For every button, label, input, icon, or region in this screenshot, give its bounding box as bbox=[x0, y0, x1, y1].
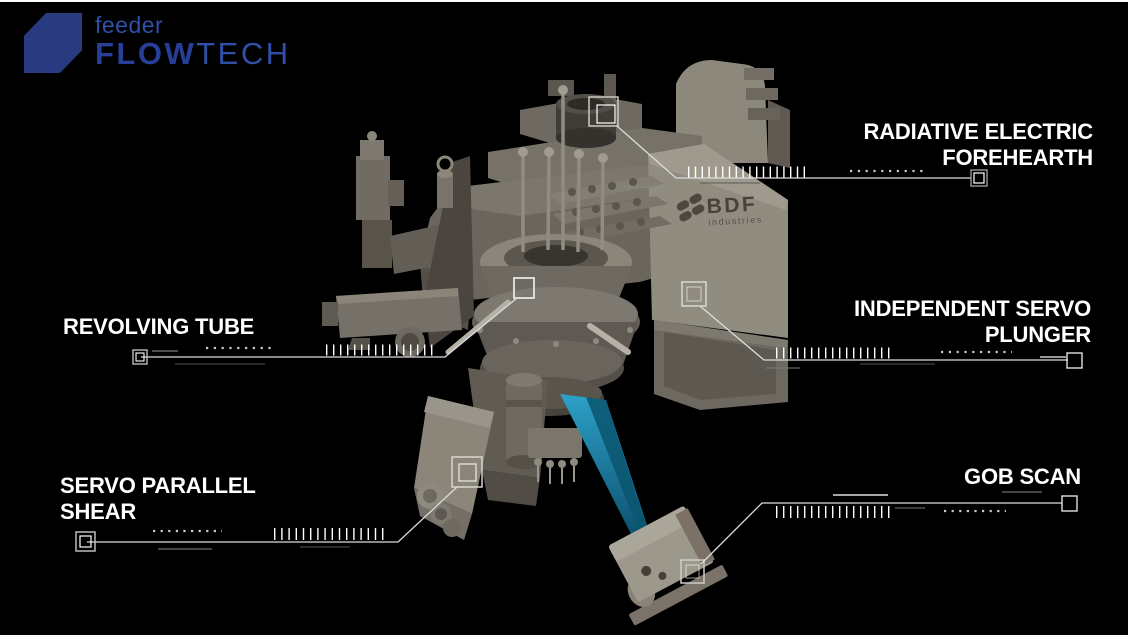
logo-brand-bold: FLOW bbox=[95, 36, 197, 71]
callout-line-revolving-tube bbox=[132, 277, 535, 365]
bdf-brand-text: BDF bbox=[706, 193, 758, 219]
bdf-brand-subtext: industries bbox=[708, 214, 763, 227]
callout-label-line: RADIATIVE ELECTRIC bbox=[863, 119, 1094, 144]
callout-line-gob-scan bbox=[680, 491, 1078, 584]
callout-label-line: REVOLVING TUBE bbox=[63, 314, 255, 339]
flowtech-logo-text: feeder FLOWTECH bbox=[95, 13, 291, 70]
flowtech-logo: feeder FLOWTECH bbox=[24, 13, 291, 73]
gob-beam bbox=[560, 394, 650, 540]
callout-label-line: GOB SCAN bbox=[964, 464, 1081, 489]
callout-label-servo-parallel-shear: SERVO PARALLEL SHEAR bbox=[60, 473, 256, 525]
callout-label-line: SHEAR bbox=[60, 499, 137, 524]
bdf-logo: BDF industries bbox=[676, 193, 763, 227]
callout-label-line: INDEPENDENT SERVO bbox=[853, 296, 1091, 321]
slide-top-edge bbox=[0, 0, 1128, 2]
logo-brand-light: TECH bbox=[196, 36, 291, 71]
callout-label-gob-scan: GOB SCAN bbox=[964, 464, 1081, 490]
callout-line-radiative-electric-forehearth bbox=[588, 96, 988, 188]
callout-label-revolving-tube: REVOLVING TUBE bbox=[63, 314, 254, 340]
callout-line-servo-parallel-shear bbox=[75, 456, 483, 552]
gob-scan-camera bbox=[609, 506, 728, 626]
callout-label-independent-servo-plunger: INDEPENDENT SERVO PLUNGER bbox=[854, 296, 1091, 348]
callout-label-line: SERVO PARALLEL bbox=[60, 473, 256, 498]
callout-label-line: PLUNGER bbox=[984, 322, 1091, 347]
callout-line-independent-servo-plunger bbox=[681, 281, 1083, 369]
callout-label-radiative-electric-forehearth: RADIATIVE ELECTRIC FOREHEARTH bbox=[863, 119, 1094, 171]
logo-brand: FLOWTECH bbox=[95, 38, 291, 70]
callout-label-line: FOREHEARTH bbox=[942, 145, 1093, 170]
machine-illustration: BDF industries bbox=[322, 60, 790, 626]
logo-tagline: feeder bbox=[95, 12, 164, 38]
flowtech-logo-mark-icon bbox=[24, 13, 82, 73]
slide-bottom-edge bbox=[0, 635, 1128, 639]
